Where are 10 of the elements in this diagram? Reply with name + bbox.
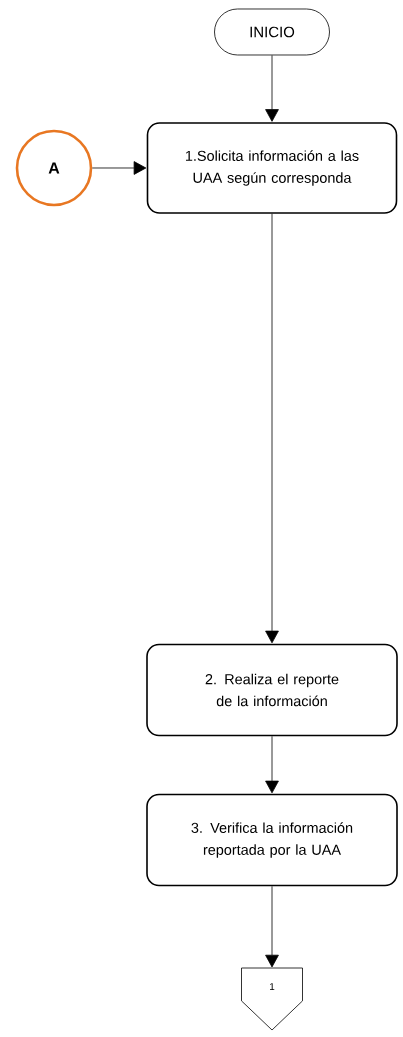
start-terminal: INICIO [214,8,330,56]
off-page-connector: 1 [241,967,303,1031]
process-box: 1.Solicita información a las UAA según corresponda [146,122,398,214]
arrow [265,885,279,968]
process-box: 3. Verifica la información reportada por la UAA [146,793,398,887]
arrow [265,213,279,644]
arrow [91,161,147,175]
process-box: 2. Realiza el reporte de la información [146,643,398,737]
arrow [265,55,279,122]
arrow [265,735,279,794]
